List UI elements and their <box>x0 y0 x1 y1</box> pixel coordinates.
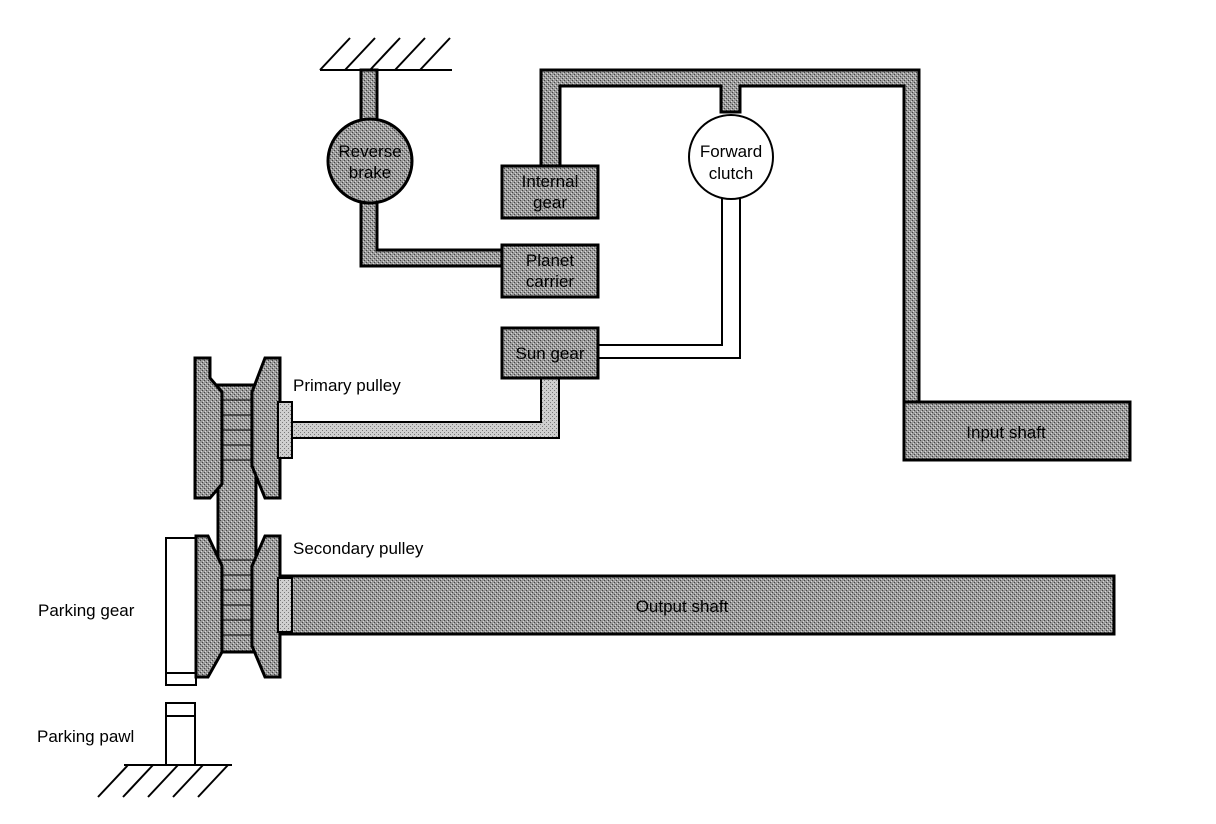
primary-pulley-label: Primary pulley <box>293 376 401 395</box>
belt-segments <box>218 399 256 636</box>
planet-carrier-label-line1: Planet <box>526 251 574 270</box>
secondary-pulley-hub <box>277 577 293 633</box>
internal-gear-label-line1: Internal <box>522 172 579 191</box>
planet-carrier-label-line2: carrier <box>526 272 575 291</box>
forward-clutch-label-line1: Forward <box>700 142 762 161</box>
sun-gear <box>500 326 600 380</box>
primary-pulley-right-sheave <box>250 356 282 500</box>
reverse-brake-label-line1: Reverse <box>338 142 401 161</box>
internal-gear-label-line2: gear <box>533 193 567 212</box>
output-shaft-label: Output shaft <box>636 597 729 616</box>
input-shaft <box>902 400 1132 462</box>
primary-pulley-hub <box>277 401 293 459</box>
secondary-pulley-label: Secondary pulley <box>293 539 424 558</box>
secondary-pulley-left-sheave <box>194 534 224 679</box>
planet-carrier <box>500 243 600 299</box>
reverse-brake-label-line2: brake <box>349 163 392 182</box>
input-shaft-label: Input shaft <box>966 423 1046 442</box>
sun-gear-label: Sun gear <box>516 344 585 363</box>
clutch-sun-link-inner <box>598 196 741 359</box>
clutch-sun-link-fill <box>598 196 738 356</box>
drive-belt <box>216 383 258 654</box>
secondary-pulley-right-sheave <box>250 534 282 679</box>
forward-clutch <box>688 114 774 200</box>
forward-clutch-label-line2: clutch <box>709 164 753 183</box>
ground-top <box>319 37 452 71</box>
ground-bottom <box>97 764 232 798</box>
primary-pulley-left-sheave <box>193 356 224 500</box>
parking-pawl <box>165 702 196 766</box>
reverse-brake <box>326 117 414 205</box>
parking-pawl-label: Parking pawl <box>37 727 134 746</box>
parking-gear <box>165 537 197 686</box>
parking-gear-label: Parking gear <box>38 601 135 620</box>
clutch-sun-link <box>598 196 723 346</box>
internal-gear <box>500 164 600 220</box>
